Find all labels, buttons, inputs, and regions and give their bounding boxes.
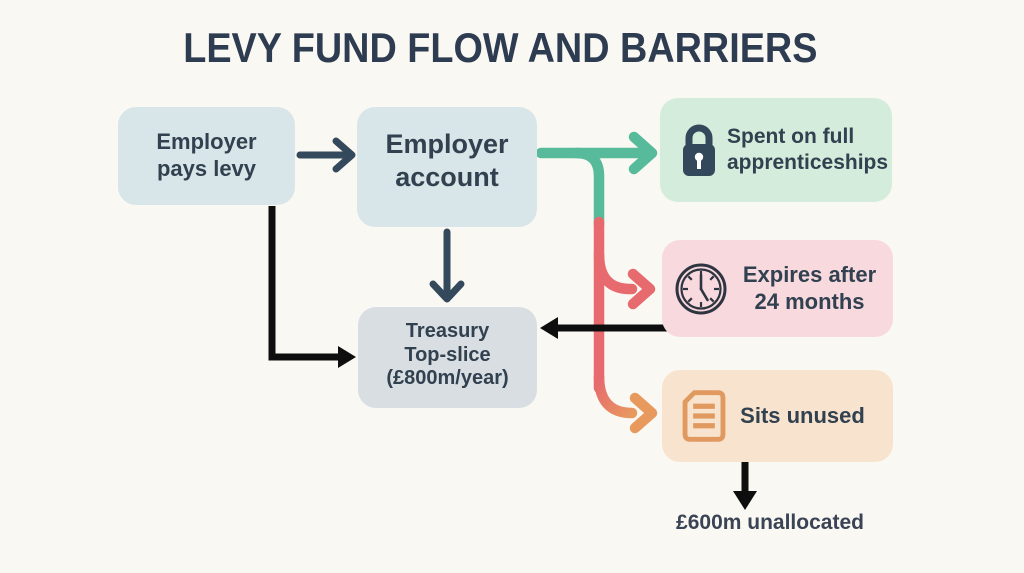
page-title-text: LEVY FUND FLOW AND BARRIERS bbox=[182, 24, 818, 71]
arrow-expires-to-treasury bbox=[540, 317, 668, 339]
arrow-pays-to-treasury bbox=[268, 206, 356, 368]
node-expires-24-months: Expires after 24 months bbox=[662, 240, 893, 337]
node-label: Spent on full apprenticeships bbox=[727, 125, 889, 174]
unallocated-label: £600m unallocated bbox=[676, 511, 864, 534]
arrow-pays-to-account bbox=[296, 137, 356, 173]
arrow-account-to-treasury bbox=[429, 228, 465, 303]
node-sits-unused: Sits unused bbox=[662, 370, 893, 462]
lock-icon bbox=[683, 124, 715, 176]
clock-icon bbox=[675, 263, 727, 314]
node-label: Employer pays levy bbox=[156, 129, 257, 181]
node-label: Sits unused bbox=[740, 402, 865, 428]
document-icon bbox=[682, 390, 726, 442]
node-treasury-top-slice: Treasury Top-slice (£800m/year) bbox=[358, 307, 537, 408]
node-spent-on-apprenticeships: Spent on full apprenticeships bbox=[660, 98, 892, 202]
node-label: Employer account bbox=[385, 129, 509, 192]
node-label: Treasury Top-slice (£800m/year) bbox=[386, 320, 509, 390]
flow-branch-teal bbox=[570, 147, 605, 231]
flow-arrow-to-expires bbox=[593, 248, 656, 310]
node-employer-account: Employer account bbox=[357, 107, 537, 227]
arrow-sits-to-unallocated bbox=[733, 458, 757, 510]
page-title: LEVY FUND FLOW AND BARRIERS bbox=[0, 24, 1000, 72]
flow-curve-to-sits-unused bbox=[593, 370, 638, 419]
node-label: Expires after 24 months bbox=[742, 261, 877, 314]
flow-arrowhead-sits-unused bbox=[629, 392, 658, 434]
node-employer-pays-levy: Employer pays levy bbox=[118, 107, 295, 205]
